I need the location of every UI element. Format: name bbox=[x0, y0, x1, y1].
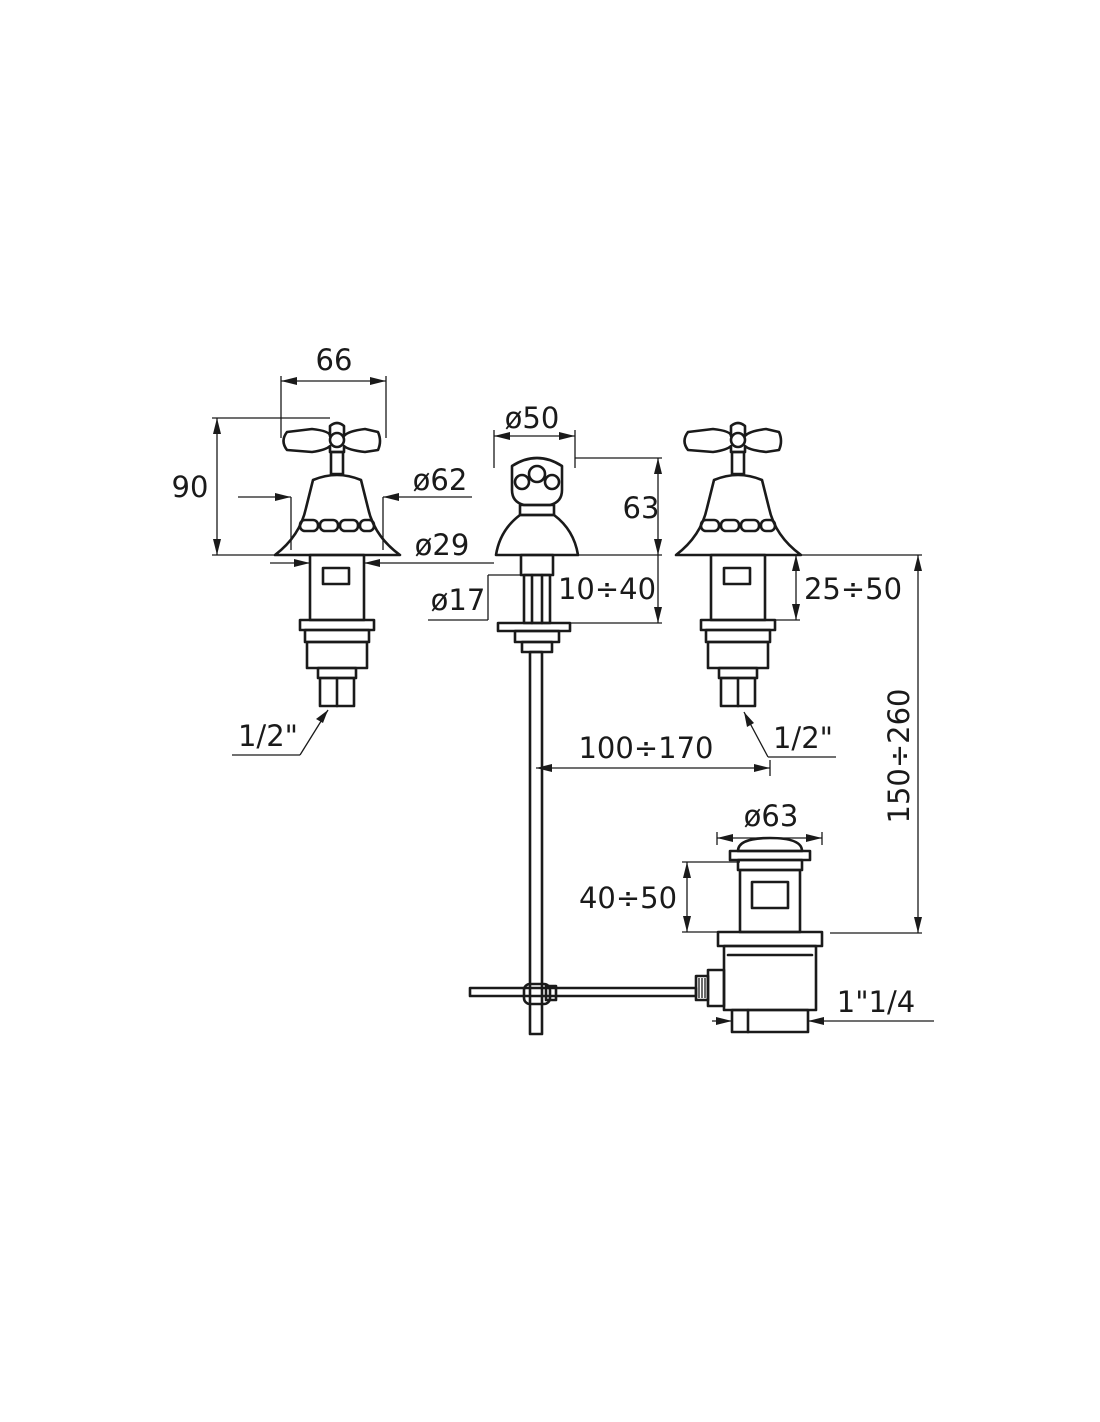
waste-assembly bbox=[694, 836, 824, 1034]
right-tap bbox=[674, 421, 803, 708]
dim-spout-diameter: ø50 bbox=[505, 401, 560, 435]
dim-flange-diameter: ø62 bbox=[413, 463, 468, 497]
dim-handle-width: 66 bbox=[316, 343, 353, 377]
pull-rod bbox=[468, 986, 698, 998]
dim-waste-thread: 1"1/4 bbox=[837, 985, 915, 1019]
dim-waste-range: 40÷50 bbox=[579, 881, 677, 915]
dim-rod-distance: 100÷170 bbox=[578, 731, 713, 765]
dim-spout-height: 63 bbox=[623, 491, 660, 525]
left-tap bbox=[273, 421, 402, 708]
dim-rod-diameter: ø17 bbox=[431, 583, 486, 617]
dim-tap-height: 90 bbox=[172, 470, 209, 504]
dimension-lines bbox=[212, 376, 934, 1025]
dim-body-diameter: ø29 bbox=[415, 528, 470, 562]
dim-total-height: 150÷260 bbox=[882, 688, 916, 823]
dim-spout-deck-range: 10÷40 bbox=[558, 572, 656, 606]
spout bbox=[494, 456, 580, 1036]
dim-tap-deck-range: 25÷50 bbox=[804, 572, 902, 606]
dim-left-connection: 1/2" bbox=[238, 719, 298, 753]
dim-waste-diameter: ø63 bbox=[744, 799, 799, 833]
dim-right-connection: 1/2" bbox=[773, 721, 833, 755]
